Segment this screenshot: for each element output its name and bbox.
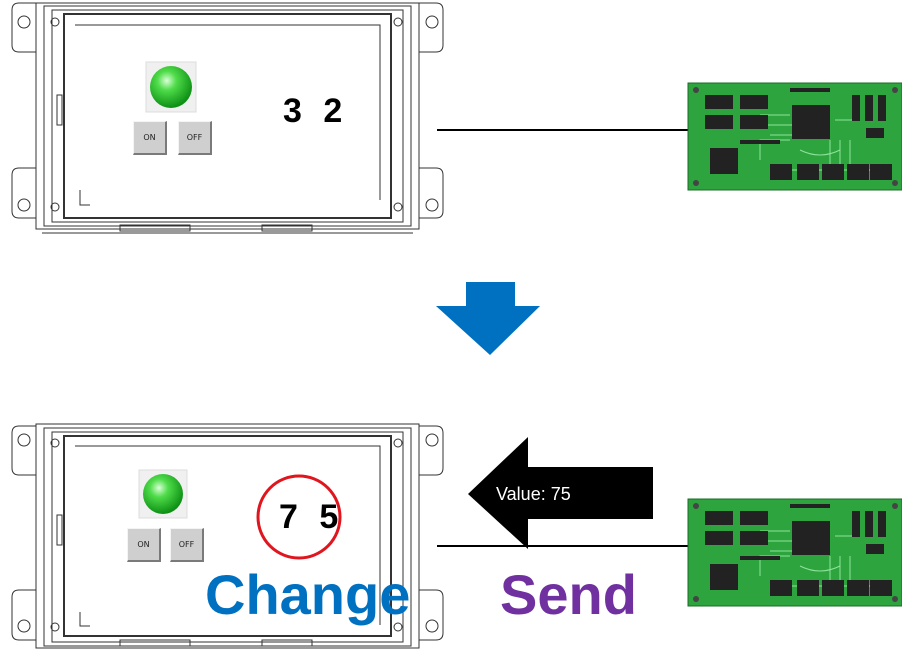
send-arrow-label: Value: 75	[496, 484, 571, 504]
on-button-top[interactable]: ON	[133, 121, 167, 155]
down-arrow-icon	[436, 282, 540, 355]
display-value-top: 3 2	[283, 92, 349, 130]
hmi-device-top	[11, 2, 444, 234]
green-led-icon	[143, 474, 183, 514]
green-led-icon	[150, 66, 192, 108]
hmi-device-bottom	[11, 423, 444, 649]
display-value-bottom: 7 5	[279, 498, 345, 536]
off-button-top[interactable]: OFF	[178, 121, 212, 155]
send-caption: Send	[500, 563, 637, 626]
highlight-circle	[256, 474, 342, 560]
left-arrow-icon	[468, 437, 653, 549]
pcb-board-bottom-icon	[687, 498, 902, 607]
on-button-bottom[interactable]: ON	[127, 528, 161, 562]
pcb-board-top-icon	[687, 82, 902, 191]
off-button-bottom[interactable]: OFF	[170, 528, 204, 562]
change-caption: Change	[205, 563, 411, 626]
